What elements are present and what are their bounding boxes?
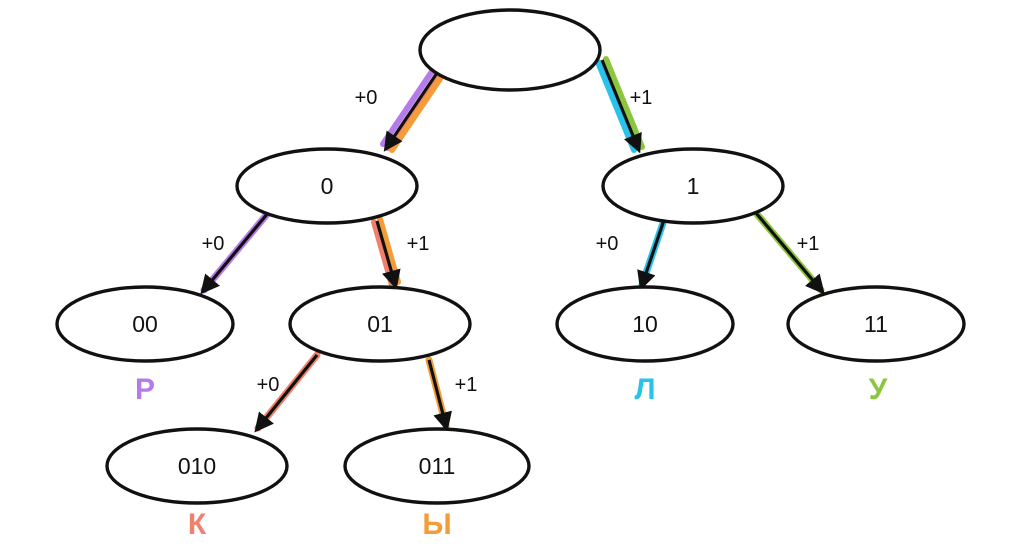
node-010: 010 [105,427,289,505]
node-1-label: 1 [687,173,700,199]
node-10-label: 10 [632,311,658,337]
highlight-root-0-purple [380,67,436,147]
node-011: 011 [343,427,531,505]
node-010-ellipse [105,427,289,505]
node-00-ellipse [55,285,235,363]
tree-nodes: 0 1 00 01 10 11 [55,8,966,505]
node-10: 10 [555,285,735,363]
highlight-root-1-cyan [595,59,637,153]
letter-label-k: К [188,508,207,541]
letter-label-y: Ы [422,508,451,541]
node-01-ellipse [288,285,472,363]
edge-01-010 [254,353,319,433]
edge-1-10 [637,219,666,291]
tree-edges [200,59,825,433]
edge-label-0-01: +1 [407,233,430,255]
edge-label-root-0: +0 [355,87,378,109]
edge-label-1-11: +1 [797,233,820,255]
node-01-label: 01 [367,311,393,337]
edge-01-011 [427,359,452,432]
letter-labels: Р Л У К Ы [135,373,888,541]
edge-0-00 [200,211,270,295]
edge-root-0 [383,72,439,152]
letter-label-r: Р [135,373,155,406]
edge-labels: +0 +1 +0 +1 +0 +1 +0 +1 [202,87,820,396]
node-0: 0 [235,147,419,225]
edge-label-1-10: +0 [596,233,619,255]
node-0-ellipse [235,147,419,225]
highlight-root-0-orange [389,73,445,153]
node-11-label: 11 [864,311,888,337]
node-00: 00 [55,285,235,363]
edge-label-01-010: +0 [257,374,280,396]
node-0-label: 0 [321,173,334,199]
letter-label-l: Л [634,373,655,406]
edge-1-11 [754,211,825,295]
edge-0-01 [375,220,401,290]
edge-label-0-00: +0 [202,233,225,255]
node-10-ellipse [555,285,735,363]
edge-label-root-1: +1 [630,87,653,109]
node-1-ellipse [601,147,785,225]
node-root [418,8,602,92]
edge-root-1 [600,59,642,154]
path-highlights [200,56,825,432]
letter-label-u: У [869,373,888,406]
node-00-label: 00 [132,311,158,337]
node-010-label: 010 [178,453,216,479]
node-01: 01 [288,285,472,363]
node-11-ellipse [786,285,966,363]
node-root-ellipse [418,8,602,92]
node-11: 11 [786,285,966,363]
node-011-label: 011 [419,453,456,479]
node-1: 1 [601,147,785,225]
node-011-ellipse [343,427,531,505]
edge-label-01-011: +1 [455,374,478,396]
